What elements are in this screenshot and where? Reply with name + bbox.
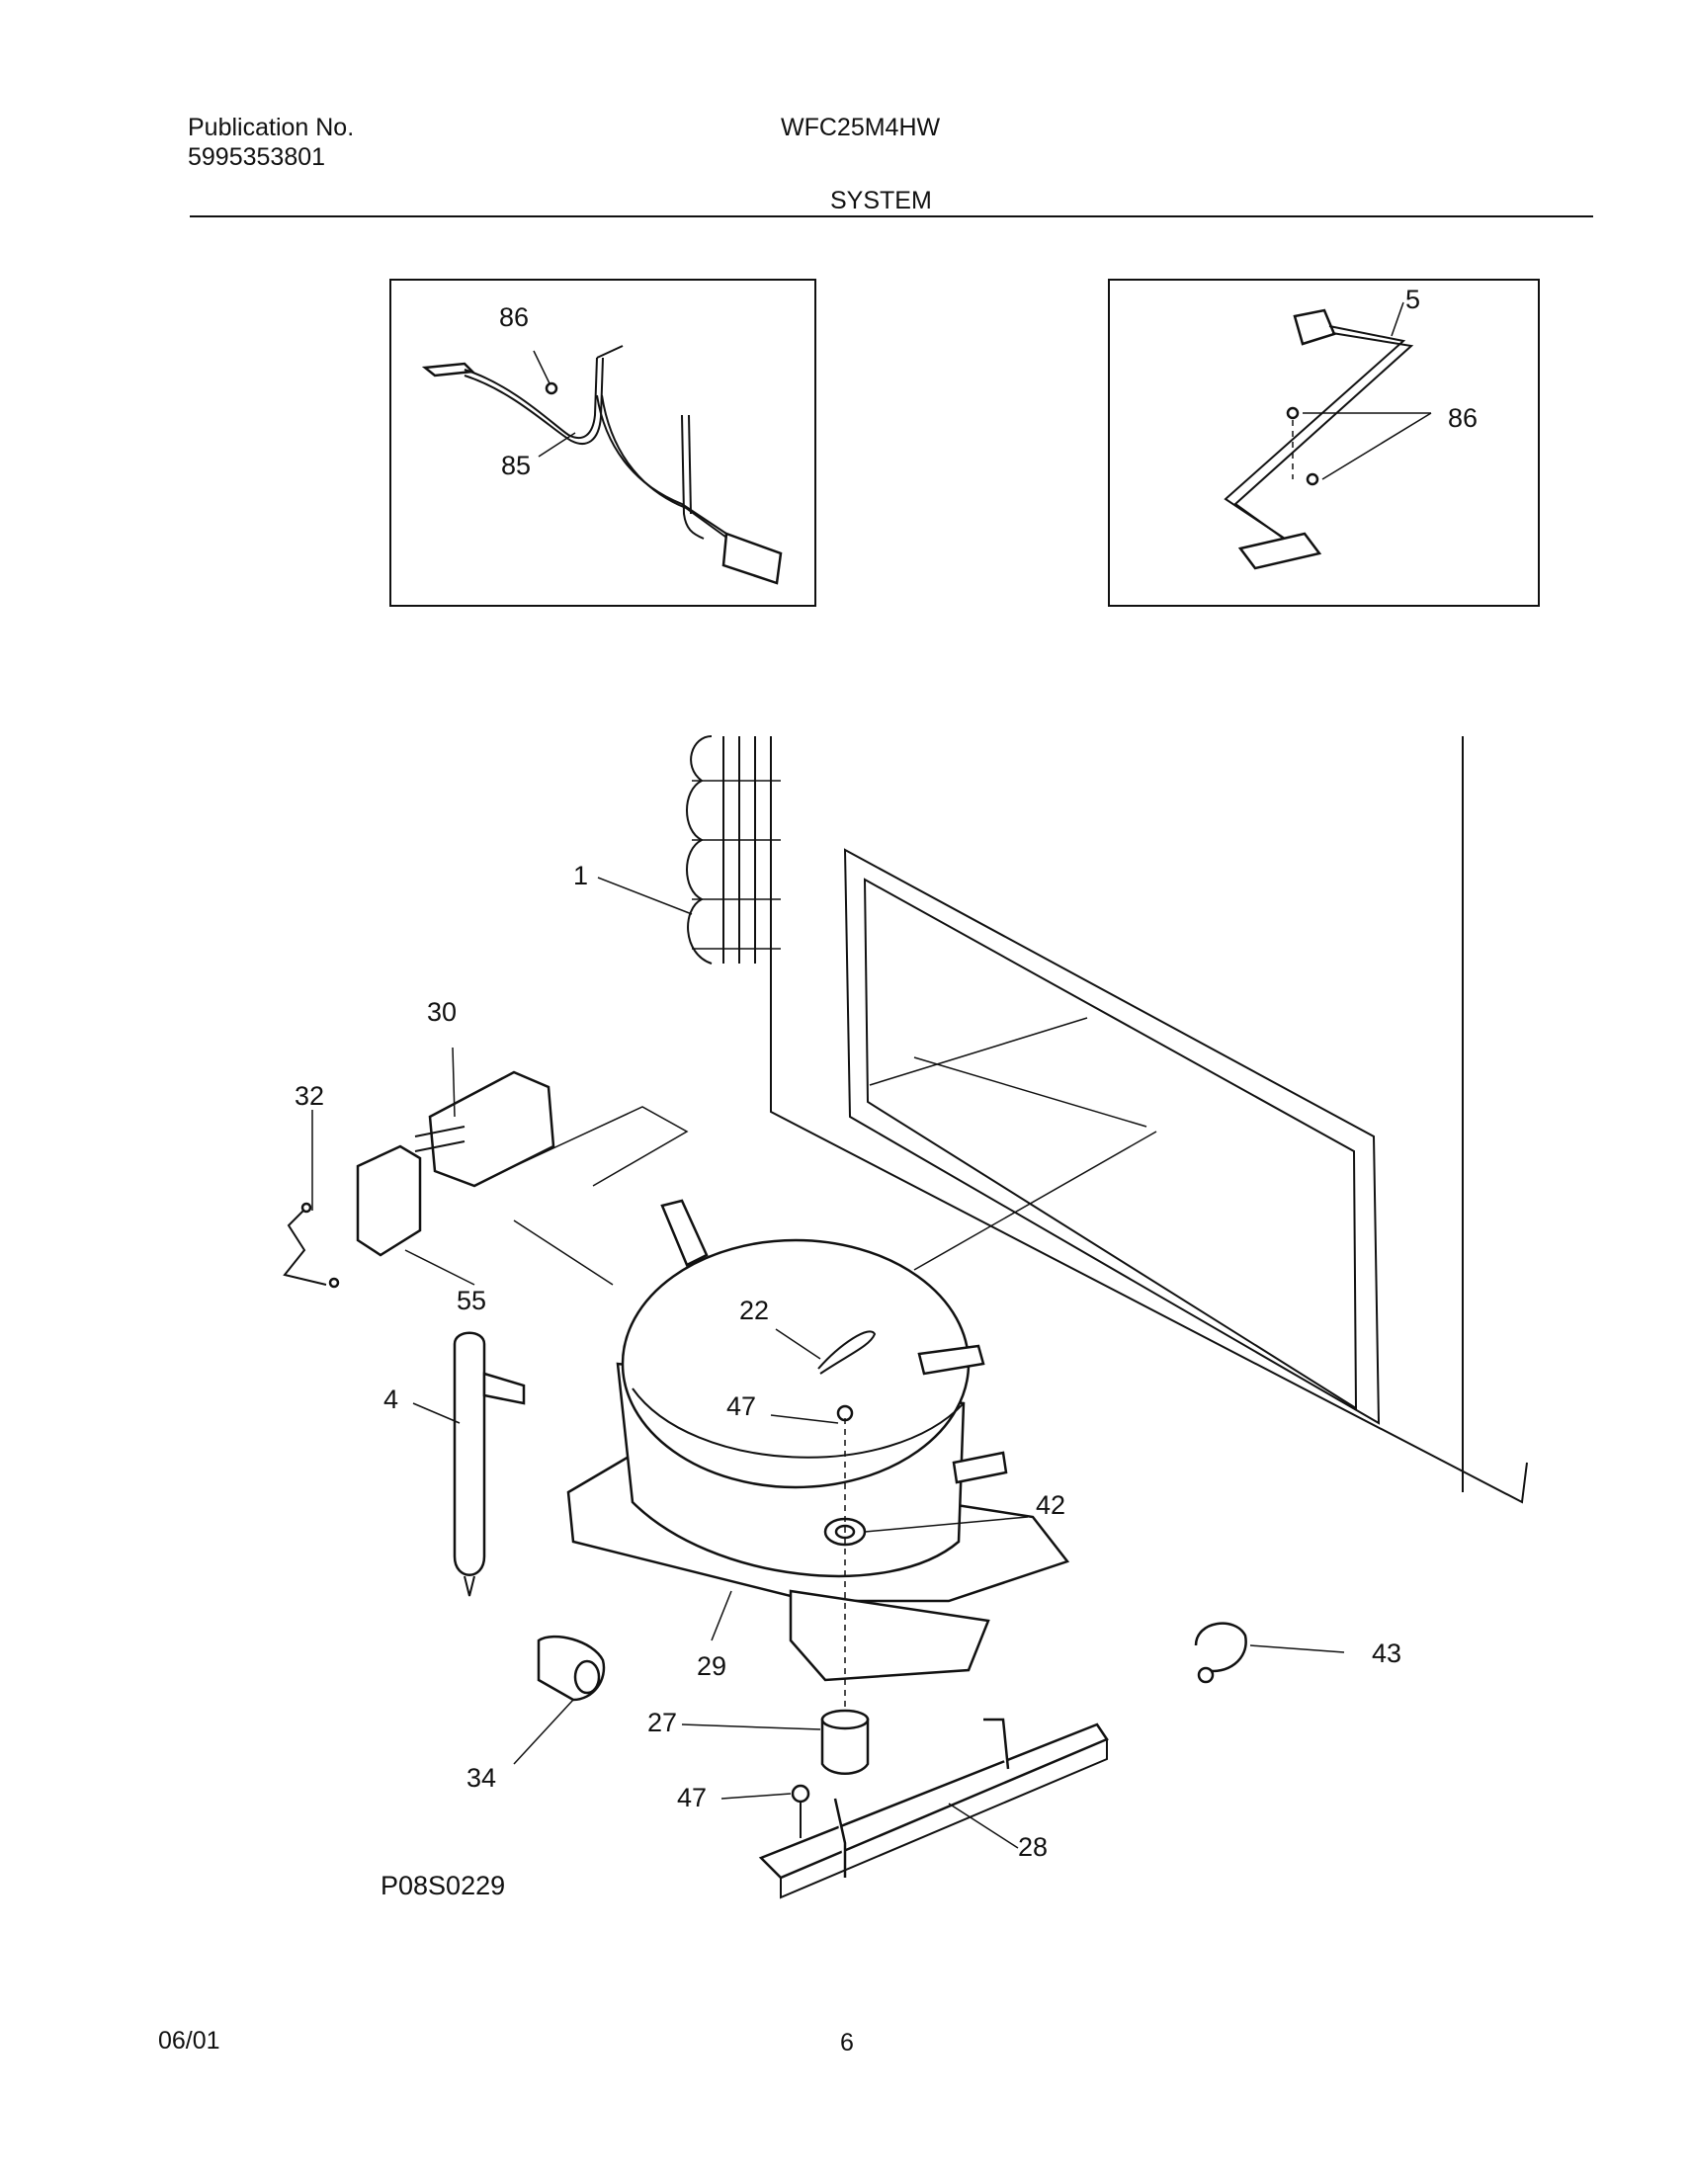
section-title: SYSTEM — [830, 187, 932, 214]
callout-34: 34 — [466, 1763, 496, 1793]
model-number: WFC25M4HW — [781, 114, 941, 141]
callout-86-right: 86 — [1448, 403, 1478, 433]
callout-43: 43 — [1372, 1638, 1401, 1668]
callout-47-lower: 47 — [677, 1783, 707, 1812]
callout-1: 1 — [573, 861, 588, 890]
relay-overload — [283, 1070, 689, 1289]
inset-wiring-harness — [389, 279, 816, 607]
callout-27: 27 — [647, 1708, 677, 1737]
callout-85: 85 — [501, 451, 531, 480]
condenser-coil — [686, 735, 781, 988]
footer-date: 06/01 — [158, 2027, 220, 2055]
grommet — [537, 1635, 606, 1702]
callout-5: 5 — [1405, 285, 1420, 314]
callout-22: 22 — [739, 1296, 769, 1325]
callout-42: 42 — [1036, 1490, 1065, 1520]
cabinet-outline — [770, 736, 1528, 1504]
compressor — [566, 1199, 1070, 1720]
callout-32: 32 — [295, 1081, 324, 1111]
callout-47-upper: 47 — [726, 1391, 756, 1421]
callout-86-left: 86 — [499, 302, 529, 332]
callout-55: 55 — [457, 1286, 486, 1315]
callout-30: 30 — [427, 997, 457, 1027]
callout-28: 28 — [1018, 1832, 1048, 1862]
diagram-code: P08S0229 — [381, 1871, 505, 1900]
leader-lines — [311, 877, 1345, 1849]
publication-number: 5995353801 — [188, 143, 326, 171]
inset-cord-assembly — [1108, 279, 1540, 607]
callout-4: 4 — [383, 1385, 398, 1414]
callout-29: 29 — [697, 1651, 726, 1681]
page-number: 6 — [840, 2029, 854, 2057]
filter-drier — [453, 1331, 526, 1597]
mount-hardware — [758, 1709, 1109, 1899]
tube-clamp — [1194, 1622, 1247, 1684]
header-rule — [190, 215, 1593, 217]
publication-label: Publication No. — [188, 114, 355, 141]
